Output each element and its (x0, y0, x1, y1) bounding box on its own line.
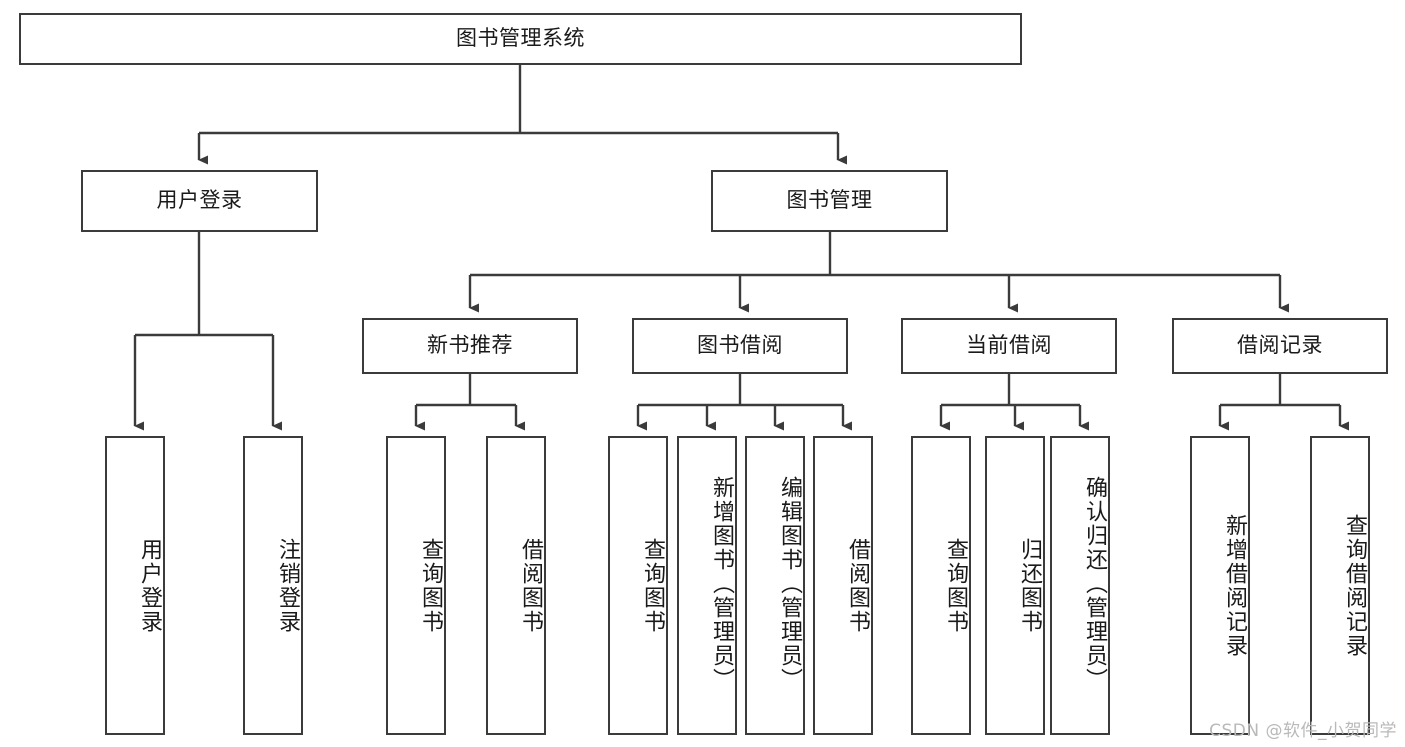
leaf-user-login[interactable]: 用户登录 (105, 436, 165, 735)
node-new-book-recommend[interactable]: 新书推荐 (362, 318, 578, 374)
leaf-edit-book-admin[interactable]: 编辑图书（管理员） (745, 436, 805, 735)
node-book-manage[interactable]: 图书管理 (711, 170, 948, 232)
leaf-return-book[interactable]: 归还图书 (985, 436, 1045, 735)
leaf-borrow-book[interactable]: 借阅图书 (813, 436, 873, 735)
node-user-login[interactable]: 用户登录 (81, 170, 318, 232)
csdn-watermark: CSDN @软件_小贺同学 (1209, 721, 1397, 741)
leaf-borrow-book-recommend[interactable]: 借阅图书 (486, 436, 546, 735)
node-root[interactable]: 图书管理系统 (19, 13, 1022, 65)
leaf-add-borrow-record[interactable]: 新增借阅记录 (1190, 436, 1250, 735)
leaf-query-book[interactable]: 查询图书 (608, 436, 668, 735)
node-book-borrow[interactable]: 图书借阅 (632, 318, 848, 374)
leaf-query-book-recommend[interactable]: 查询图书 (386, 436, 446, 735)
leaf-query-borrow-record[interactable]: 查询借阅记录 (1310, 436, 1370, 735)
leaf-query-book-current[interactable]: 查询图书 (911, 436, 971, 735)
leaf-confirm-return-admin[interactable]: 确认归还（管理员） (1050, 436, 1110, 735)
leaf-add-book-admin[interactable]: 新增图书（管理员） (677, 436, 737, 735)
leaf-user-logout[interactable]: 注销登录 (243, 436, 303, 735)
node-current-borrow[interactable]: 当前借阅 (901, 318, 1117, 374)
node-borrow-record[interactable]: 借阅记录 (1172, 318, 1388, 374)
